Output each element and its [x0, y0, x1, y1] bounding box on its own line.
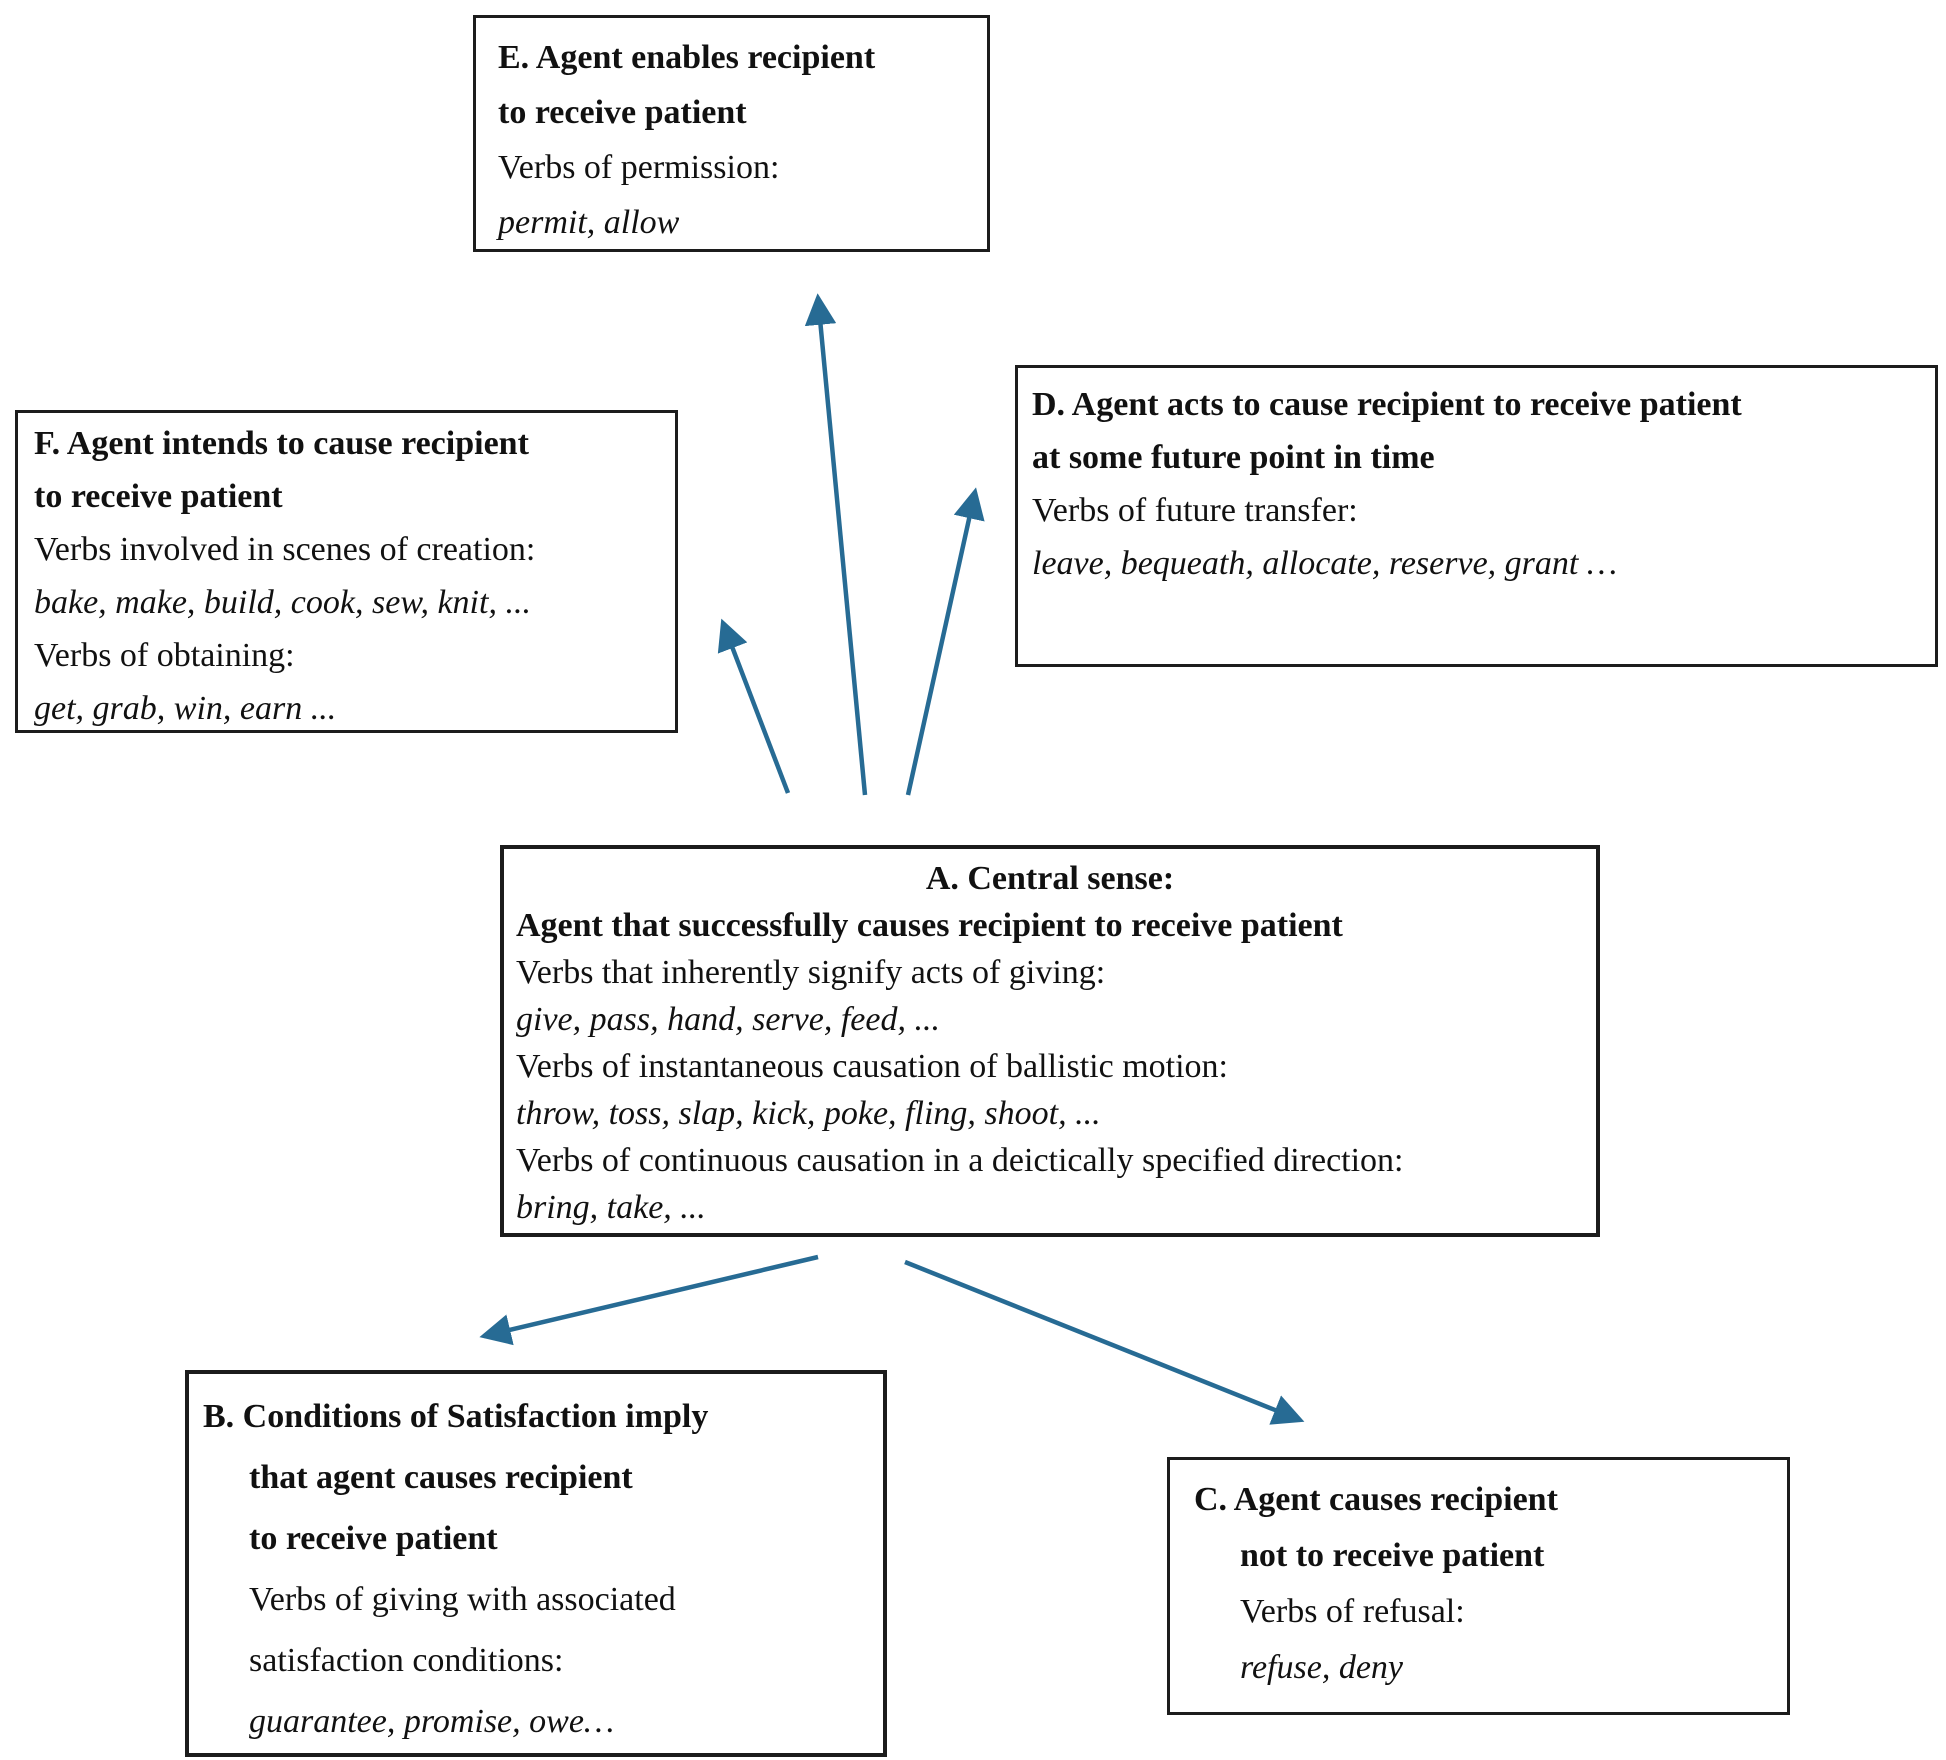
box-c-line: C. Agent causes recipient	[1194, 1481, 1558, 1518]
box-f-line: F. Agent intends to cause recipient	[34, 425, 529, 462]
box-e-line: to receive patient	[498, 94, 747, 131]
arrow-a-to-b	[479, 1254, 819, 1346]
box-b-line: Verbs of giving with associated	[249, 1581, 676, 1618]
box-b-line: that agent causes recipient	[249, 1459, 633, 1496]
box-f-line: bake, make, build, cook, sew, knit, ...	[34, 584, 531, 621]
sense-box-f: F. Agent intends to cause recipient to r…	[15, 410, 678, 733]
box-b-line: satisfaction conditions:	[249, 1642, 564, 1679]
box-b-line: guarantee, promise, owe…	[249, 1703, 615, 1740]
sense-box-d: D. Agent acts to cause recipient to rece…	[1015, 365, 1938, 667]
arrow-a-to-c	[904, 1259, 1305, 1425]
box-c-line: not to receive patient	[1240, 1537, 1545, 1574]
box-a-line: throw, toss, slap, kick, poke, fling, sh…	[516, 1095, 1101, 1132]
sense-box-e: E. Agent enables recipient to receive pa…	[473, 15, 990, 252]
box-d-line: Verbs of future transfer:	[1032, 492, 1358, 529]
box-e-line: permit, allow	[498, 204, 680, 241]
box-a-line: give, pass, hand, serve, feed, ...	[516, 1001, 940, 1038]
box-e-line: Verbs of permission:	[498, 149, 780, 186]
box-a-line: bring, take, ...	[516, 1189, 706, 1226]
box-f-line: Verbs of obtaining:	[34, 637, 295, 674]
box-e-line: E. Agent enables recipient	[498, 39, 876, 76]
box-d-line: at some future point in time	[1032, 439, 1435, 476]
arrow-a-to-f	[717, 618, 791, 794]
box-a-line: Agent that successfully causes recipient…	[516, 907, 1343, 944]
central-sense-box-a: A. Central sense: Agent that successfull…	[500, 845, 1600, 1237]
sense-box-b: B. Conditions of Satisfaction imply that…	[185, 1370, 887, 1757]
box-a-line: Verbs of instantaneous causation of ball…	[516, 1048, 1228, 1085]
box-f-line: to receive patient	[34, 478, 283, 515]
sense-box-c: C. Agent causes recipient not to receive…	[1167, 1457, 1790, 1715]
box-f-line: get, grab, win, earn ...	[34, 690, 337, 727]
arrow-a-to-d	[905, 487, 985, 796]
box-a-line: A. Central sense:	[925, 860, 1175, 897]
box-a-line: Verbs that inherently signify acts of gi…	[516, 954, 1106, 991]
box-a-line: Verbs of continuous causation in a deict…	[516, 1142, 1404, 1179]
box-b-line: B. Conditions of Satisfaction imply	[203, 1398, 709, 1435]
box-d-line: D. Agent acts to cause recipient to rece…	[1032, 386, 1742, 423]
box-b-line: to receive patient	[249, 1520, 498, 1557]
box-c-line: refuse, deny	[1240, 1649, 1404, 1686]
box-d-line: leave, bequeath, allocate, reserve, gran…	[1032, 545, 1618, 582]
box-c-line: Verbs of refusal:	[1240, 1593, 1465, 1630]
arrow-a-to-e	[804, 293, 868, 796]
box-f-line: Verbs involved in scenes of creation:	[34, 531, 536, 568]
